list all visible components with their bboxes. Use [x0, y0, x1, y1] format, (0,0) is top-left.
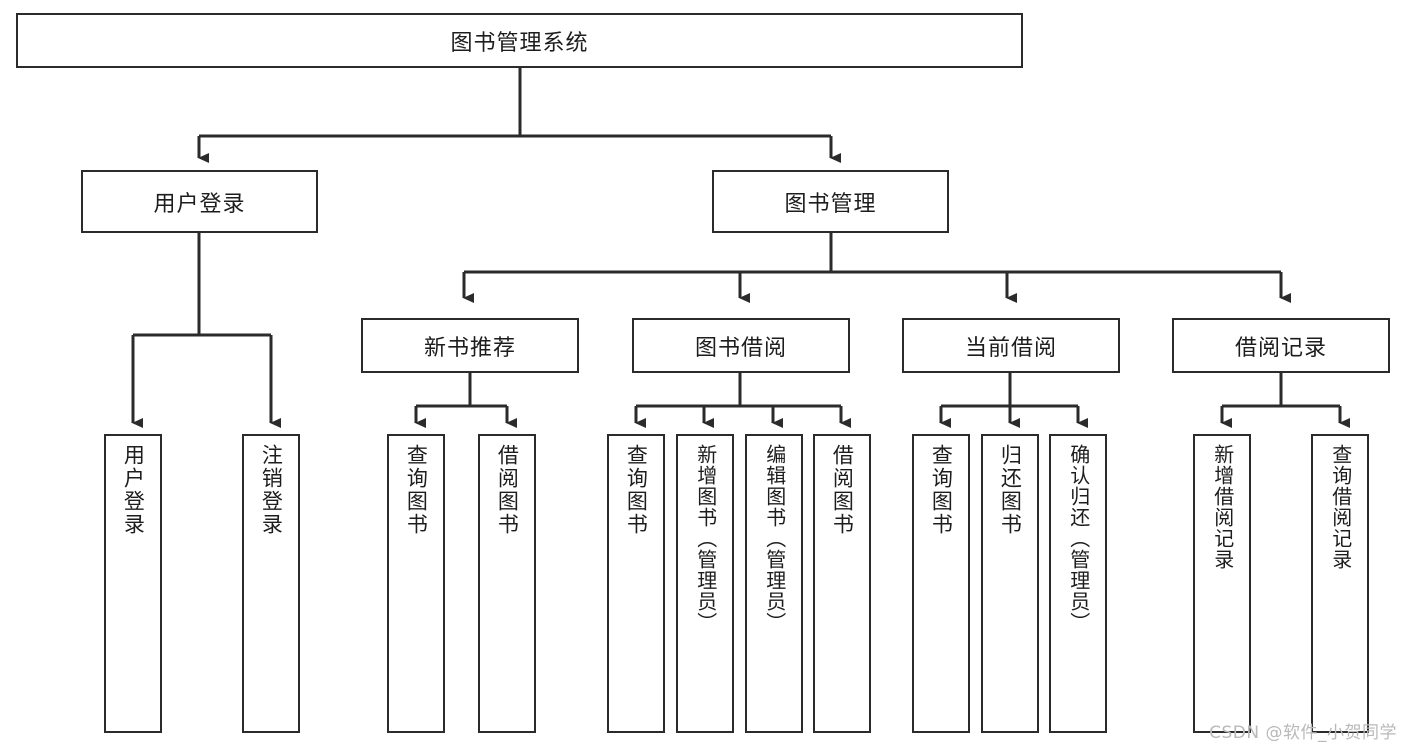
leaf-user-login-label: 用户登录: [121, 444, 146, 536]
leaf-borrow-book-1[interactable]: 借阅图书: [478, 434, 536, 733]
node-book-management-label: 图书管理: [784, 191, 877, 217]
leaf-query-borrow-record[interactable]: 查询借阅记录: [1311, 434, 1369, 733]
leaf-query-book-1-label: 查询图书: [404, 444, 429, 536]
leaf-confirm-return-admin-label: 确认归还（管理员）: [1066, 444, 1091, 633]
leaf-logout-login[interactable]: 注销登录: [242, 434, 300, 733]
leaf-borrow-book-1-label: 借阅图书: [495, 444, 520, 536]
leaf-return-book[interactable]: 归还图书: [981, 434, 1039, 733]
node-book-management[interactable]: 图书管理: [712, 170, 949, 233]
leaf-query-borrow-record-label: 查询借阅记录: [1328, 444, 1353, 570]
watermark: CSDN @软件_小贺同学: [1209, 723, 1397, 743]
node-current-borrow[interactable]: 当前借阅: [902, 318, 1120, 373]
node-user-login[interactable]: 用户登录: [81, 170, 318, 233]
leaf-query-book-3[interactable]: 查询图书: [912, 434, 970, 733]
leaf-add-book-admin-label: 新增图书（管理员）: [693, 444, 718, 633]
leaf-query-book-2-label: 查询图书: [624, 444, 649, 536]
leaf-borrow-book-2[interactable]: 借阅图书: [813, 434, 871, 733]
leaf-add-borrow-record[interactable]: 新增借阅记录: [1193, 434, 1251, 733]
node-root-label: 图书管理系统: [450, 30, 589, 56]
leaf-edit-book-admin-label: 编辑图书（管理员）: [762, 444, 787, 633]
leaf-query-book-3-label: 查询图书: [929, 444, 954, 536]
node-root[interactable]: 图书管理系统: [16, 13, 1023, 68]
node-borrow-record-label: 借阅记录: [1234, 335, 1327, 361]
leaf-add-book-admin[interactable]: 新增图书（管理员）: [676, 434, 734, 733]
leaf-query-book-1[interactable]: 查询图书: [387, 434, 445, 733]
node-current-borrow-label: 当前借阅: [964, 335, 1057, 361]
leaf-confirm-return-admin[interactable]: 确认归还（管理员）: [1049, 434, 1107, 733]
leaf-add-borrow-record-label: 新增借阅记录: [1210, 444, 1235, 570]
node-book-borrow-label: 图书借阅: [694, 335, 787, 361]
node-borrow-record[interactable]: 借阅记录: [1172, 318, 1390, 373]
leaf-user-login[interactable]: 用户登录: [104, 434, 162, 733]
leaf-return-book-label: 归还图书: [998, 444, 1023, 536]
node-book-borrow[interactable]: 图书借阅: [632, 318, 850, 373]
leaf-edit-book-admin[interactable]: 编辑图书（管理员）: [745, 434, 803, 733]
leaf-query-book-2[interactable]: 查询图书: [607, 434, 665, 733]
leaf-borrow-book-2-label: 借阅图书: [830, 444, 855, 536]
node-user-login-label: 用户登录: [153, 191, 246, 217]
leaf-logout-login-label: 注销登录: [259, 444, 284, 536]
node-new-book-recommend[interactable]: 新书推荐: [361, 318, 579, 373]
node-new-book-recommend-label: 新书推荐: [423, 335, 516, 361]
